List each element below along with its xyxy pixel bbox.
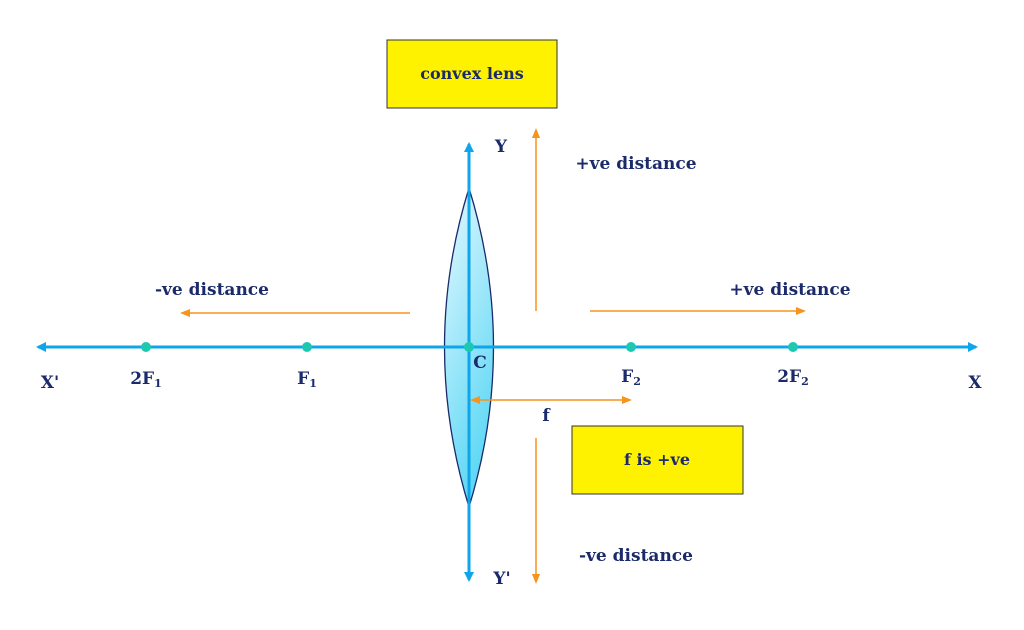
positive-distance-up-label: +ve distance [575, 154, 696, 174]
point-2f1 [141, 342, 151, 352]
axis-label-x-neg: X' [41, 373, 59, 393]
axis-label-y-neg: Y' [492, 569, 510, 589]
label-c: C [473, 353, 487, 373]
convex-lens-label-box [386, 39, 558, 109]
axis-label-x-pos: X [968, 373, 982, 393]
label-2f2: 2F2 [777, 367, 809, 388]
label-2f1: 2F1 [130, 369, 162, 390]
focal-sign-box [571, 425, 744, 495]
negative-distance-left-label: -ve distance [155, 280, 269, 300]
point-f2 [626, 342, 636, 352]
focal-sign-label: f is +ve [624, 450, 690, 469]
negative-distance-down-label: -ve distance [579, 546, 693, 566]
label-f1: F1 [297, 369, 317, 390]
axis-label-y-pos: Y [494, 137, 508, 157]
point-f1 [302, 342, 312, 352]
point-2f2 [788, 342, 798, 352]
positive-distance-right-label: +ve distance [729, 280, 850, 300]
convex-lens-label: convex lens [420, 64, 524, 83]
label-f2: F2 [621, 367, 641, 388]
point-c [464, 342, 474, 352]
focal-length-label: f [542, 406, 551, 426]
